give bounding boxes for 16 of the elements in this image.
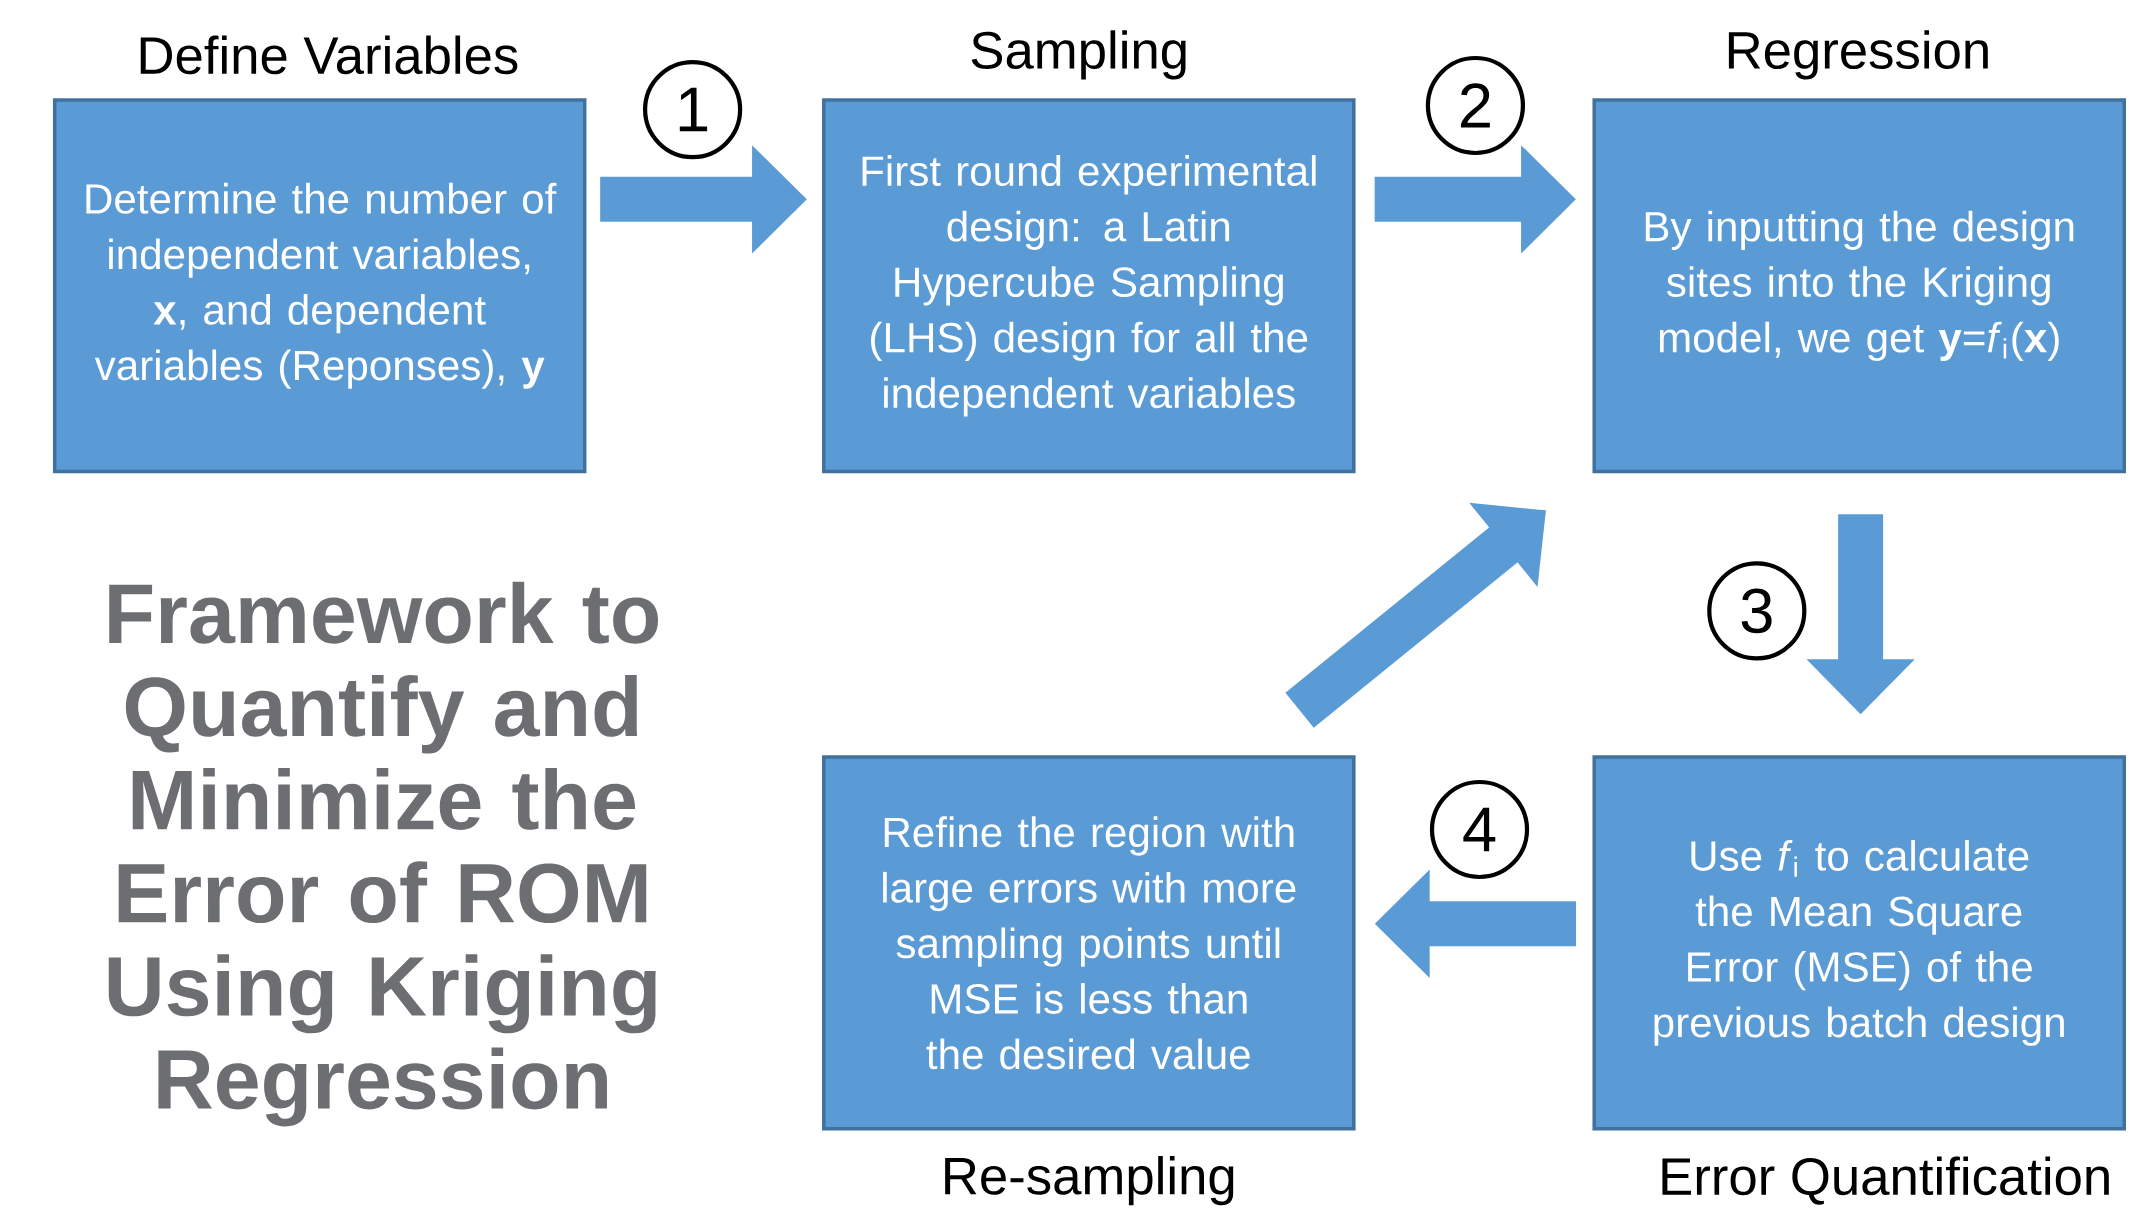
box-heading: Regression [1728, 30, 1988, 80]
step-number: 3 [1707, 561, 1807, 661]
box-heading: Error Quantification [1662, 1156, 2109, 1205]
step-number: 1 [643, 60, 743, 160]
title: Framework to Quantify and Minimize the Error of ROM Using Kriging Regression [108, 581, 659, 1127]
process-box: Use f$_{i}$ to calculate the Mean Square Error (MSE) of the previous batch design [1592, 755, 2126, 1131]
box-heading: Sampling [971, 30, 1186, 80]
process-box: By inputting the design sites into the Kriging model, we get y=f$_{i}$(x) [1592, 98, 2126, 474]
step-number: 4 [1429, 779, 1530, 880]
process-box: Determine the number of independent variables, x, and dependent variables (Reponses), y [52, 98, 587, 474]
process-box: First round experimental design: a Latin Hypercube Sampling (LHS) design for all the independent variables [822, 98, 1356, 474]
box-heading: Re-sampling [945, 1156, 1234, 1206]
box-heading: Define Variables [140, 35, 518, 75]
step-number: 2 [1425, 55, 1526, 156]
block-arrow [1285, 502, 1546, 728]
process-box: Refine the region with large errors with more sampling points until MSE is less than the desired value [822, 755, 1356, 1131]
